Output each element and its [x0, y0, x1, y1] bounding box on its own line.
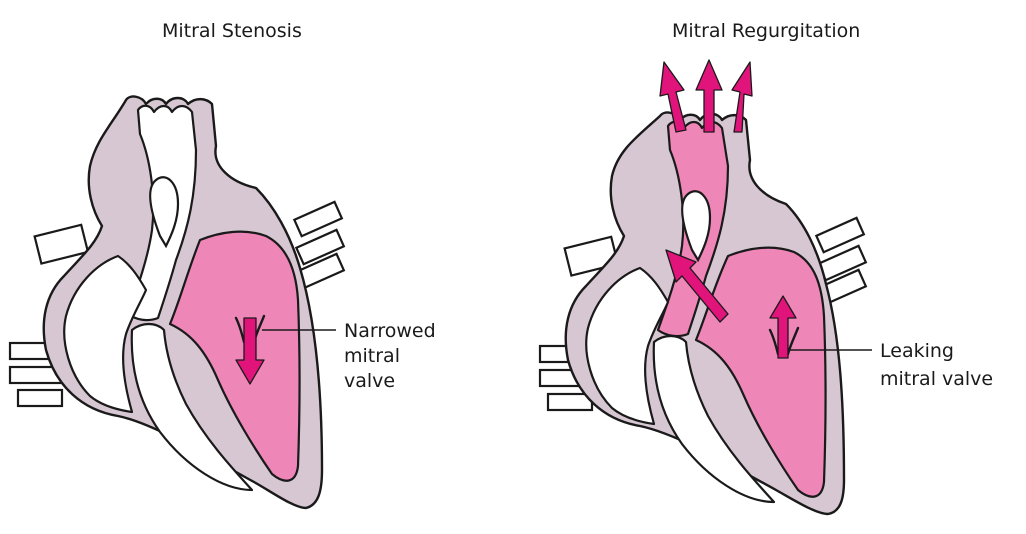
stenosis-label-line-1: Narrowed — [344, 320, 436, 342]
regurgitation-title: Mitral Regurgitation — [672, 20, 860, 42]
stenosis-title: Mitral Stenosis — [162, 20, 302, 42]
stenosis-panel: Mitral Stenosis Narrowed — [10, 20, 442, 508]
regurgitation-label: Leaking mitral valve — [880, 340, 993, 390]
regurgitation-panel: Mitral Regurgitation — [540, 20, 993, 514]
regurgitation-aortic-flow-arrow-3 — [732, 62, 752, 132]
stenosis-label-line-3: valve — [344, 370, 395, 392]
stenosis-label: Narrowed mitral valve — [344, 320, 442, 392]
regurgitation-label-line-2: mitral valve — [880, 368, 993, 390]
regurgitation-label-line-1: Leaking — [880, 340, 954, 362]
stenosis-label-line-2: mitral — [344, 345, 400, 367]
